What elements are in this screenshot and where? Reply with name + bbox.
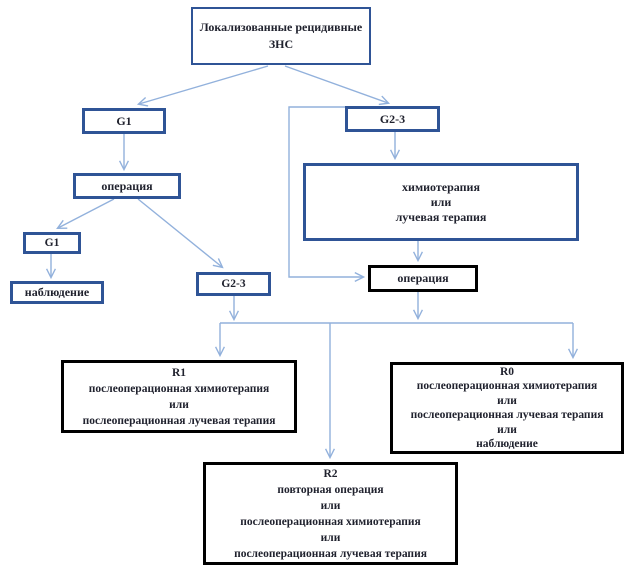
box-r0-outcome: R0 послеоперационная химиотерапия или по… [390, 362, 624, 454]
box-text-line: R0 [499, 365, 515, 378]
box-g1-upper: G1 [82, 108, 166, 134]
box-text-line: послеоперационная лучевая терапия [410, 409, 604, 421]
box-text-line: или [497, 394, 517, 407]
box-text-line: G1 [116, 113, 132, 128]
box-observation: наблюдение [10, 281, 104, 304]
box-text-line: Локализованные рецидивные [199, 20, 363, 34]
box-operation-primary: операция [73, 173, 181, 199]
connector-g23-bypass-to-operation2 [288, 106, 366, 283]
box-text-line: послеоперационная лучевая терапия [234, 547, 427, 560]
box-text-line: наблюдение [476, 438, 538, 450]
box-g23-upper: G2-3 [345, 106, 440, 132]
box-r2-outcome: R2 повторная операция или послеоперацион… [203, 462, 458, 565]
box-text-line: послеоперационная химиотерапия [240, 515, 421, 528]
box-text-line: G2-3 [379, 111, 406, 126]
box-text-line: операция [101, 178, 153, 193]
box-r1-outcome: R1 послеоперационная химиотерапия или по… [61, 360, 297, 433]
box-chemo-or-radiation: химиотерапия или лучевая терапия [303, 163, 579, 241]
connector-root-to-g1 [136, 65, 269, 107]
box-text-line: послеоперационная лучевая терапия [82, 414, 276, 427]
box-text-line: или [430, 194, 452, 209]
box-text-line: повторная операция [277, 483, 384, 496]
connector-operation-to-g1-low [56, 198, 115, 230]
box-text-line: G1 [44, 236, 60, 249]
box-text-line: лучевая терапия [395, 209, 487, 224]
box-text-line: или [320, 499, 341, 512]
box-text-line: или [497, 423, 517, 436]
box-text-line: или [320, 531, 341, 544]
box-g23-lower: G2-3 [196, 272, 271, 296]
box-text-line: операция [397, 271, 449, 285]
box-text-line: R2 [323, 467, 338, 480]
box-text-line: G2-3 [221, 277, 246, 290]
box-text-line: ЗНС [268, 37, 294, 51]
box-text-line: химиотерапия [402, 179, 480, 194]
box-operation-secondary: операция [368, 265, 478, 292]
connector-operation-to-g23-low [137, 198, 224, 269]
box-text-line: R1 [171, 366, 187, 379]
box-text-line: или [169, 398, 189, 411]
box-text-line: послеоперационная химиотерапия [88, 382, 270, 395]
box-localized-recurrent-zns: Локализованные рецидивные ЗНС [191, 7, 371, 65]
box-g1-lower: G1 [23, 232, 81, 254]
box-text-line: наблюдение [24, 285, 90, 299]
box-text-line: послеоперационная химиотерапия [416, 380, 598, 392]
connector-root-to-g23 [284, 65, 391, 106]
